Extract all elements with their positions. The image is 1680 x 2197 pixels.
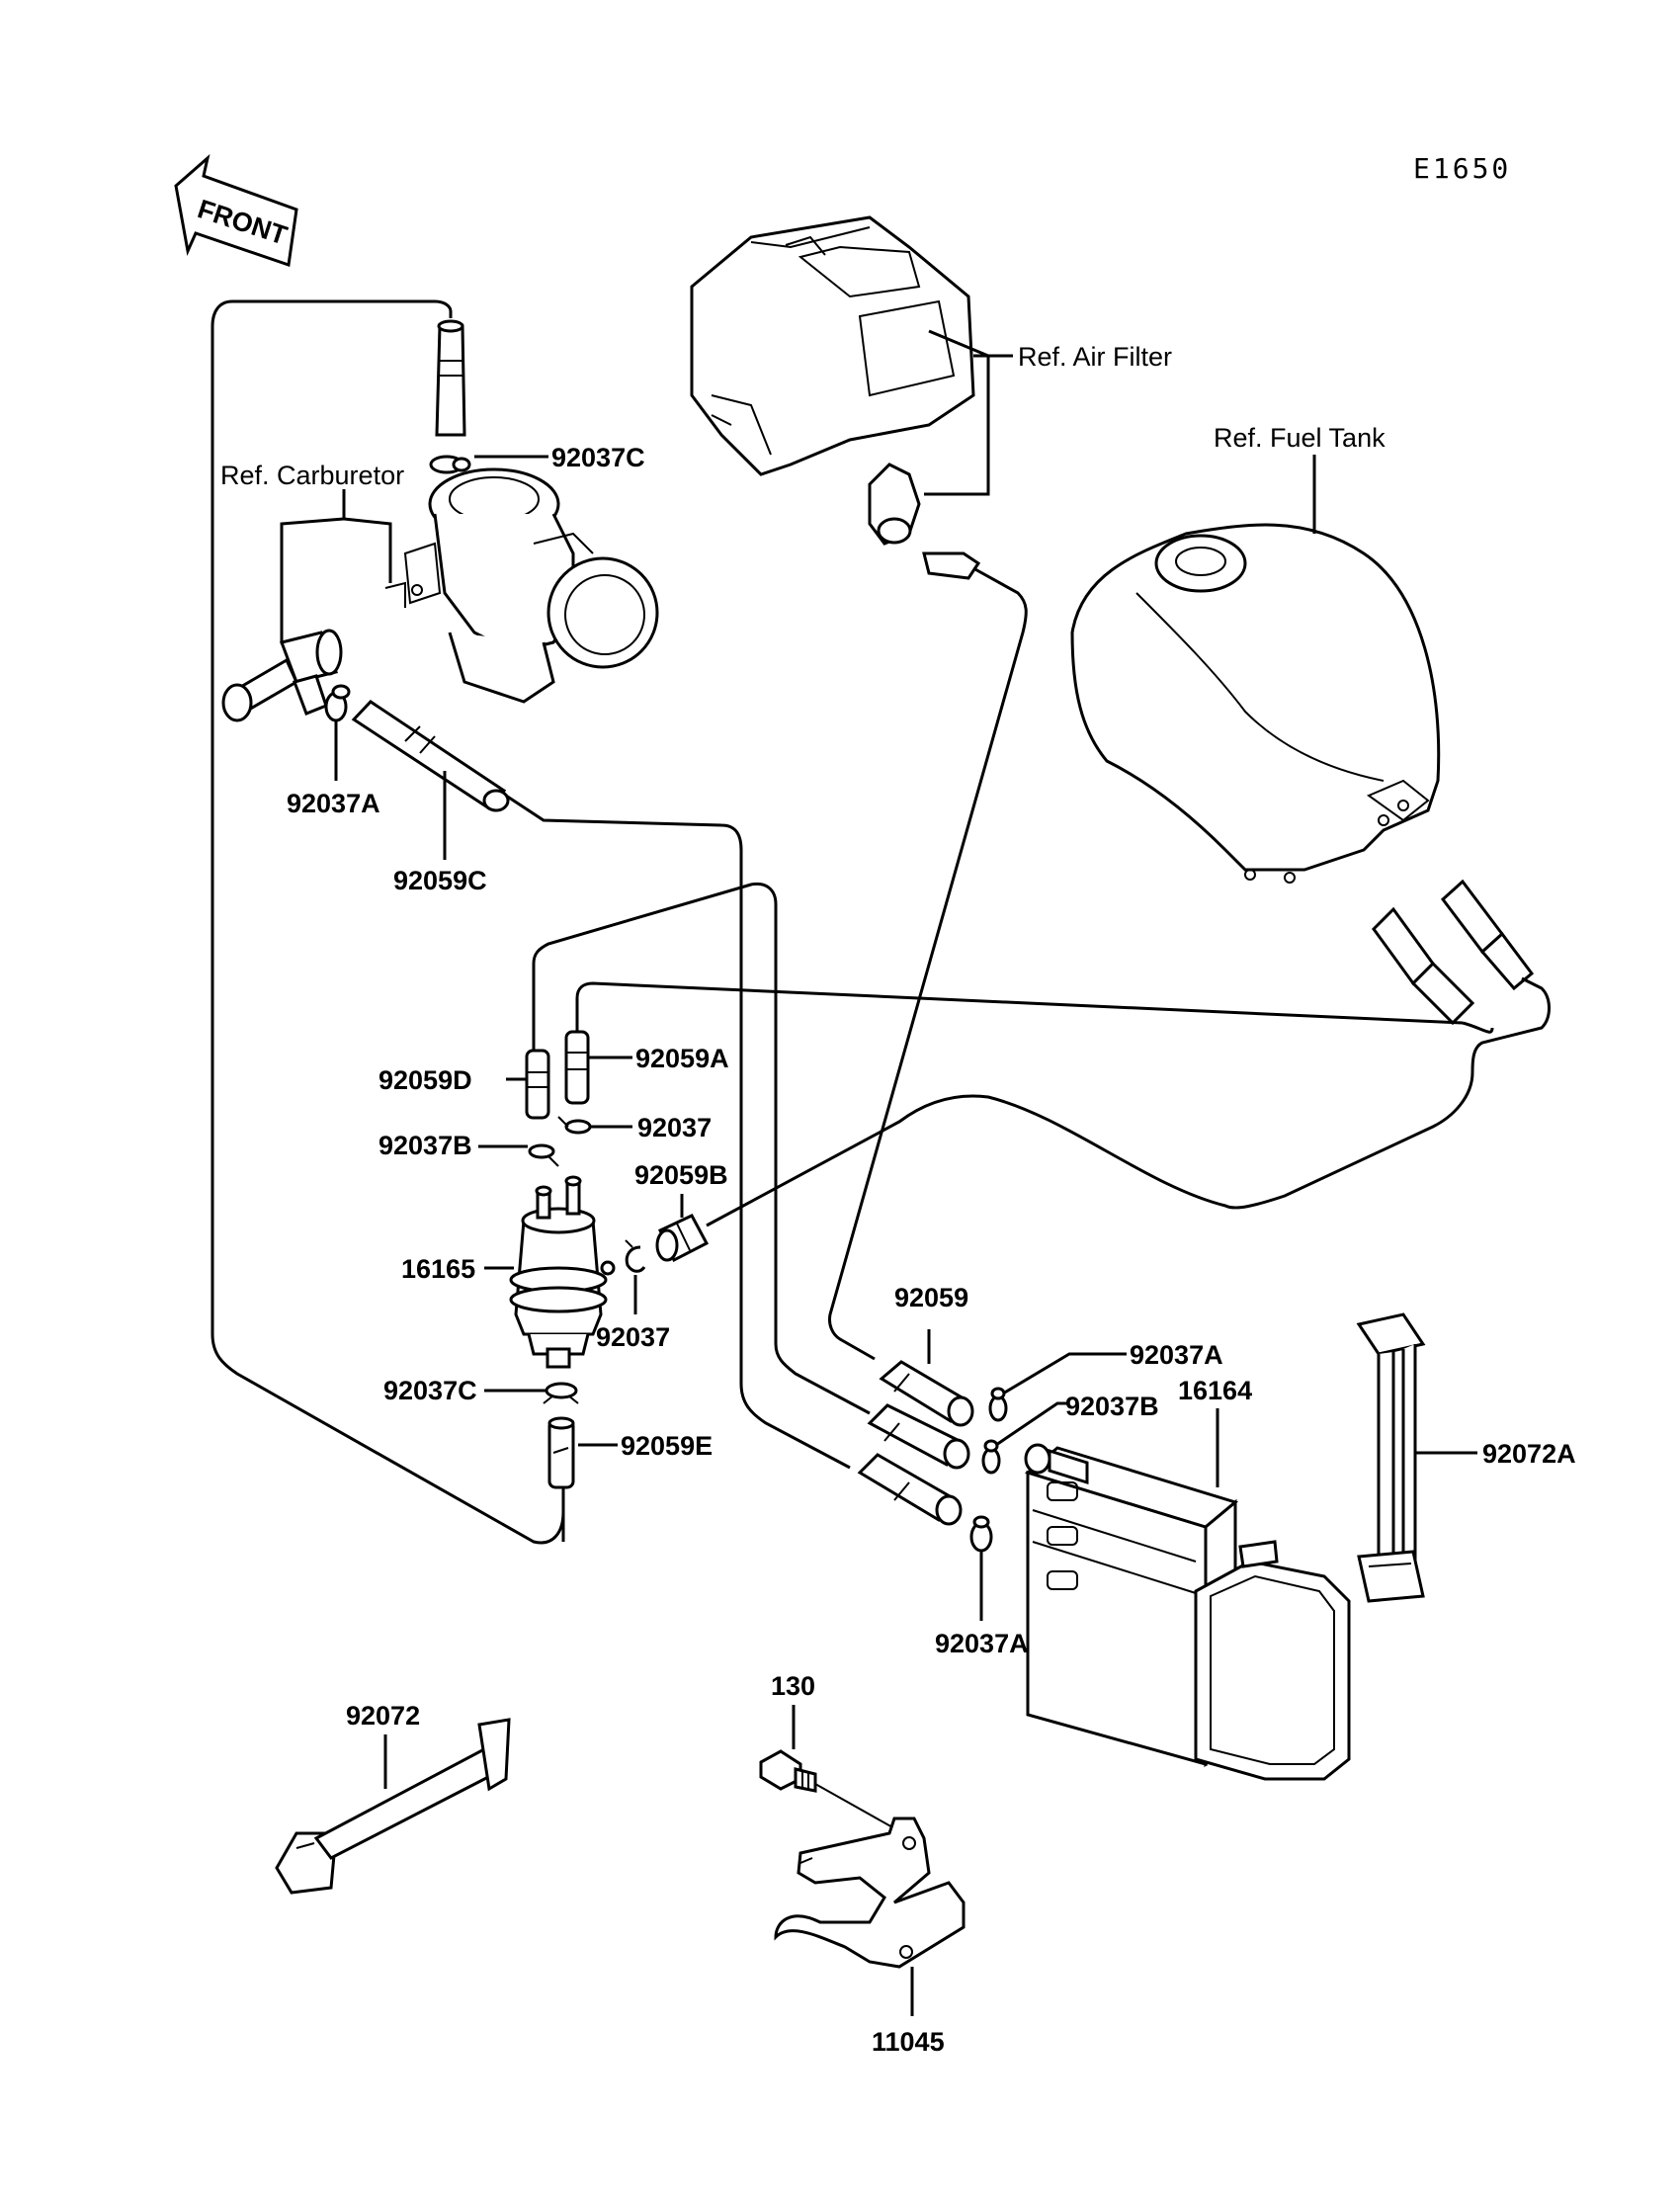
ref-air-filter-leader — [924, 329, 1013, 496]
label-16164: 16164 — [1178, 1376, 1252, 1405]
canister-hose-middle — [867, 1403, 970, 1470]
clamp-92037c-top — [429, 455, 471, 474]
strap-92072a — [1356, 1312, 1426, 1603]
label-92072a: 92072A — [1482, 1439, 1576, 1469]
tank-fitting-left — [1372, 906, 1475, 1026]
canister-hose-upper — [879, 1360, 974, 1427]
front-arrow-icon: FRONT — [174, 153, 298, 268]
label-92037-lower: 92037 — [596, 1322, 670, 1352]
clamp-92037b-left — [528, 1143, 559, 1167]
label-92037a-right: 92037A — [1130, 1340, 1223, 1370]
clamp-92037a-bottom — [969, 1515, 993, 1553]
ref-fuel-tank-label: Ref. Fuel Tank — [1214, 423, 1386, 453]
label-92037c-top: 92037C — [551, 443, 645, 472]
canister-hose-lower — [857, 1453, 963, 1526]
leader-92037a-right — [1002, 1352, 1127, 1395]
ref-air-filter-label: Ref. Air Filter — [1018, 342, 1172, 372]
leader-92037b-right — [995, 1401, 1067, 1447]
label-92037c-low: 92037C — [383, 1376, 477, 1405]
diagram-code: E1650 — [1413, 152, 1511, 185]
hose-92059b — [655, 1214, 710, 1263]
carburetor — [384, 467, 659, 704]
label-92072: 92072 — [346, 1701, 420, 1731]
label-92059b: 92059B — [634, 1160, 728, 1190]
clamp-92037-lower — [625, 1239, 646, 1273]
fuel-tank — [1070, 523, 1441, 884]
clamp-92037a-left — [324, 684, 351, 722]
label-92037b-left: 92037B — [378, 1131, 472, 1160]
ref-carburetor-leader — [280, 489, 392, 644]
label-92059e: 92059E — [621, 1431, 713, 1461]
carb-t-fitting — [221, 629, 343, 722]
label-92059d: 92059D — [378, 1065, 472, 1095]
air-filter-housing — [690, 215, 975, 476]
ref-carburetor-label: Ref. Carburetor — [220, 461, 404, 490]
clamp-92037-upper — [557, 1116, 592, 1135]
label-16165: 16165 — [401, 1254, 475, 1284]
hose-carb-top — [435, 319, 466, 437]
hose-92059c — [351, 700, 510, 812]
fuel-pump-16165 — [509, 1175, 616, 1369]
air-filter-elbow — [868, 463, 981, 580]
label-92059: 92059 — [894, 1283, 968, 1312]
bracket-11045 — [774, 1817, 966, 1969]
hose-92059e — [547, 1416, 575, 1489]
canister-16164 — [1024, 1443, 1351, 1781]
hose-routing — [210, 299, 1551, 1545]
label-92059a: 92059A — [635, 1044, 729, 1073]
strap-92072 — [275, 1718, 511, 1895]
label-92037b-right: 92037B — [1065, 1392, 1159, 1421]
label-11045: 11045 — [872, 2027, 945, 2057]
label-92037-upper: 92037 — [637, 1113, 712, 1142]
bolt-130 — [759, 1749, 817, 1793]
bolt-axis-line — [814, 1783, 895, 1829]
hose-92059a — [564, 1030, 590, 1105]
label-92059c: 92059C — [393, 866, 487, 895]
label-130: 130 — [771, 1671, 815, 1701]
clamp-92037b-right — [981, 1439, 1001, 1475]
label-92037a-bottom: 92037A — [935, 1629, 1029, 1658]
tank-fitting-right — [1440, 879, 1535, 991]
hose-92059d — [525, 1049, 550, 1120]
label-92037a-left: 92037A — [287, 789, 380, 818]
clamp-92037c-low — [543, 1382, 579, 1404]
